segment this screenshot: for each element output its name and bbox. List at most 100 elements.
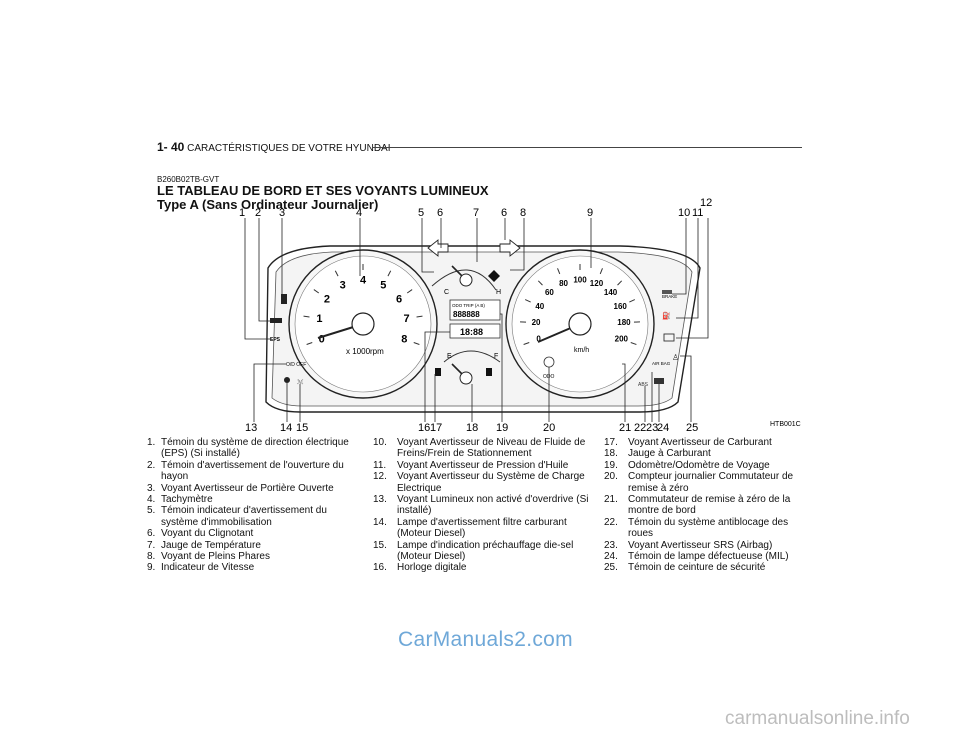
legend-item-text: Tachymètre — [161, 494, 213, 506]
tach-scale-tick — [416, 315, 423, 318]
tach-scale-tick — [313, 289, 320, 294]
legend-item: 24.Témoin de lampe défectueuse (MIL) — [604, 551, 804, 562]
legend-item: 25.Témoin de ceinture de sécurité — [604, 562, 804, 573]
watermark-carmanuals2: CarManuals2.com — [398, 628, 573, 651]
header-rule — [372, 147, 802, 148]
legend-item-text: Horloge digitale — [397, 562, 467, 574]
legend-item-text: Voyant Avertisseur de Portière Ouverte — [161, 482, 334, 494]
brake-icon-label: BRAKE — [662, 294, 677, 299]
legend-item-number: 4. — [147, 494, 156, 506]
abs-icon: ABS — [638, 382, 649, 388]
legend-item-text: Voyant Avertisseur de Pression d'Huile — [397, 459, 569, 471]
tach-scale-label: 1 — [316, 313, 322, 325]
speed-scale-label: 200 — [615, 335, 629, 344]
legend-item: 5. Témoin indicateur d'avertissement du s… — [147, 505, 359, 528]
fuel-filter-icon — [284, 377, 290, 383]
speed-unit-label: km/h — [574, 347, 589, 354]
section-title-line1: LE TABLEAU DE BORD ET SES VOYANTS LUMINE… — [157, 183, 489, 198]
legend-item-text: Compteur journalier Commutateur de remis… — [628, 471, 794, 494]
legend-item-text: Indicateur de Vitesse — [161, 562, 255, 574]
legend-item-number: 12. — [373, 471, 387, 483]
fuel-full-label: F — [494, 353, 498, 360]
legend-item-text: Témoin indicateur d'avertissement du sys… — [161, 505, 327, 528]
figure-code: HTB001C — [770, 421, 801, 428]
legend-item: 19. Odomètre/Odomètre de Voyage — [604, 460, 804, 471]
tach-scale-label: 0 — [319, 334, 325, 346]
callout-23: 23 — [646, 422, 658, 434]
fuel-gauge: E F — [435, 350, 501, 385]
legend-item-number: 19. — [604, 459, 618, 471]
page-number: 1- 40 — [157, 140, 185, 154]
callout-25: 25 — [686, 422, 698, 434]
legend-item-number: 3. — [147, 482, 156, 494]
legend-item: 8. Voyant de Pleins Phares — [147, 551, 359, 562]
speed-scale-tick — [617, 280, 623, 286]
legend-item: 11.Voyant Avertisseur de Pression d'Huil… — [373, 460, 589, 471]
glow-plug-icon — [486, 368, 492, 376]
legend-item-number: 17. — [604, 437, 618, 448]
legend-column-1: 1.Témoin du système de direction électri… — [147, 437, 359, 574]
legend-item-number: 6. — [147, 528, 156, 540]
legend-item-number: 5. — [147, 505, 156, 517]
callout-12: 12 — [700, 198, 712, 209]
legend-item: 20.Compteur journalier Commutateur de re… — [604, 471, 804, 494]
legend-item-text: Lampe d'avertissement filtre carburant (… — [397, 516, 567, 540]
legend-item-number: 7. — [147, 539, 156, 551]
legend-item-number: 8. — [147, 551, 156, 563]
legend-item: 21.Commutateur de remise à zéro de la mo… — [604, 494, 804, 517]
tach-scale-tick — [306, 341, 313, 345]
callouts-bottom: 13 14 15 16 17 18 19 20 21 22 23 24 25 — [245, 422, 698, 434]
od-off-icon-label: O/D OFF — [286, 362, 306, 368]
tach-scale-tick — [303, 315, 310, 318]
callout-13: 13 — [245, 422, 257, 434]
legend-item-text: Témoin d'avertissement de l'ouverture du… — [161, 459, 344, 483]
section-title: LE TABLEAU DE BORD ET SES VOYANTS LUMINE… — [157, 184, 489, 212]
legend-item: 15.Lampe d'indication préchauffage die-s… — [373, 540, 589, 563]
speed-scale-label: 0 — [536, 335, 541, 344]
callout-1: 1 — [239, 207, 245, 219]
callout-20: 20 — [543, 422, 555, 434]
legend-item: 22.Témoin du système antiblocage des rou… — [604, 517, 804, 540]
legend-item-number: 16. — [373, 562, 387, 574]
speed-scale-tick — [524, 299, 531, 303]
callout-3: 3 — [279, 207, 285, 219]
legend-item: 14. Lampe d'avertissement filtre carburan… — [373, 517, 589, 540]
legend-item: 17. Voyant Avertisseur de Carburant — [604, 437, 804, 448]
callout-leaders — [244, 218, 709, 422]
battery-icon — [663, 333, 675, 342]
legend-item-number: 25. — [604, 562, 618, 574]
legend-item-number: 24. — [604, 551, 618, 563]
tach-scale-label: 3 — [340, 280, 346, 292]
legend-item-number: 14. — [373, 516, 387, 528]
tach-scale-tick — [334, 270, 339, 277]
legend-item-text: Voyant de Pleins Phares — [161, 551, 270, 563]
speed-scale-label: 180 — [617, 318, 631, 327]
section-title-line2: Type A (Sans Ordinateur Journalier) — [157, 197, 379, 212]
legend-item-text: Odomètre/Odomètre de Voyage — [628, 459, 770, 471]
callout-18: 18 — [466, 422, 478, 434]
legend-item: 13.Voyant Lumineux non activé d'overdriv… — [373, 494, 589, 517]
tach-scale-label: 5 — [380, 280, 386, 292]
callout-6b: 6 — [501, 207, 507, 219]
tach-scale-tick — [413, 341, 420, 345]
tach-scale-tick — [387, 270, 392, 277]
speed-scale-label: 140 — [604, 288, 618, 297]
speed-scale-tick — [557, 268, 561, 275]
speed-scale-label: 60 — [545, 288, 554, 297]
legend-item: 18.Jauge à Carburant — [604, 448, 804, 459]
clock-display: 18:88 — [460, 327, 483, 337]
legend-item: 10.Voyant Avertisseur de Niveau de Fluid… — [373, 437, 589, 460]
callout-14: 14 — [280, 422, 292, 434]
fuel-warning-icon — [435, 368, 441, 376]
fuel-empty-label: E — [447, 353, 452, 360]
odo-trip-label: ODO TRIP (A B) — [452, 303, 485, 308]
legend-item-text: Jauge à Carburant — [628, 448, 711, 460]
callout-6a: 6 — [437, 207, 443, 219]
legend-item-text: Voyant Avertisseur de Carburant — [628, 437, 772, 448]
legend-item-text: Témoin du système antiblocage des roues — [628, 516, 789, 540]
legend-item-text: Témoin du système de direction électriqu… — [161, 437, 349, 460]
